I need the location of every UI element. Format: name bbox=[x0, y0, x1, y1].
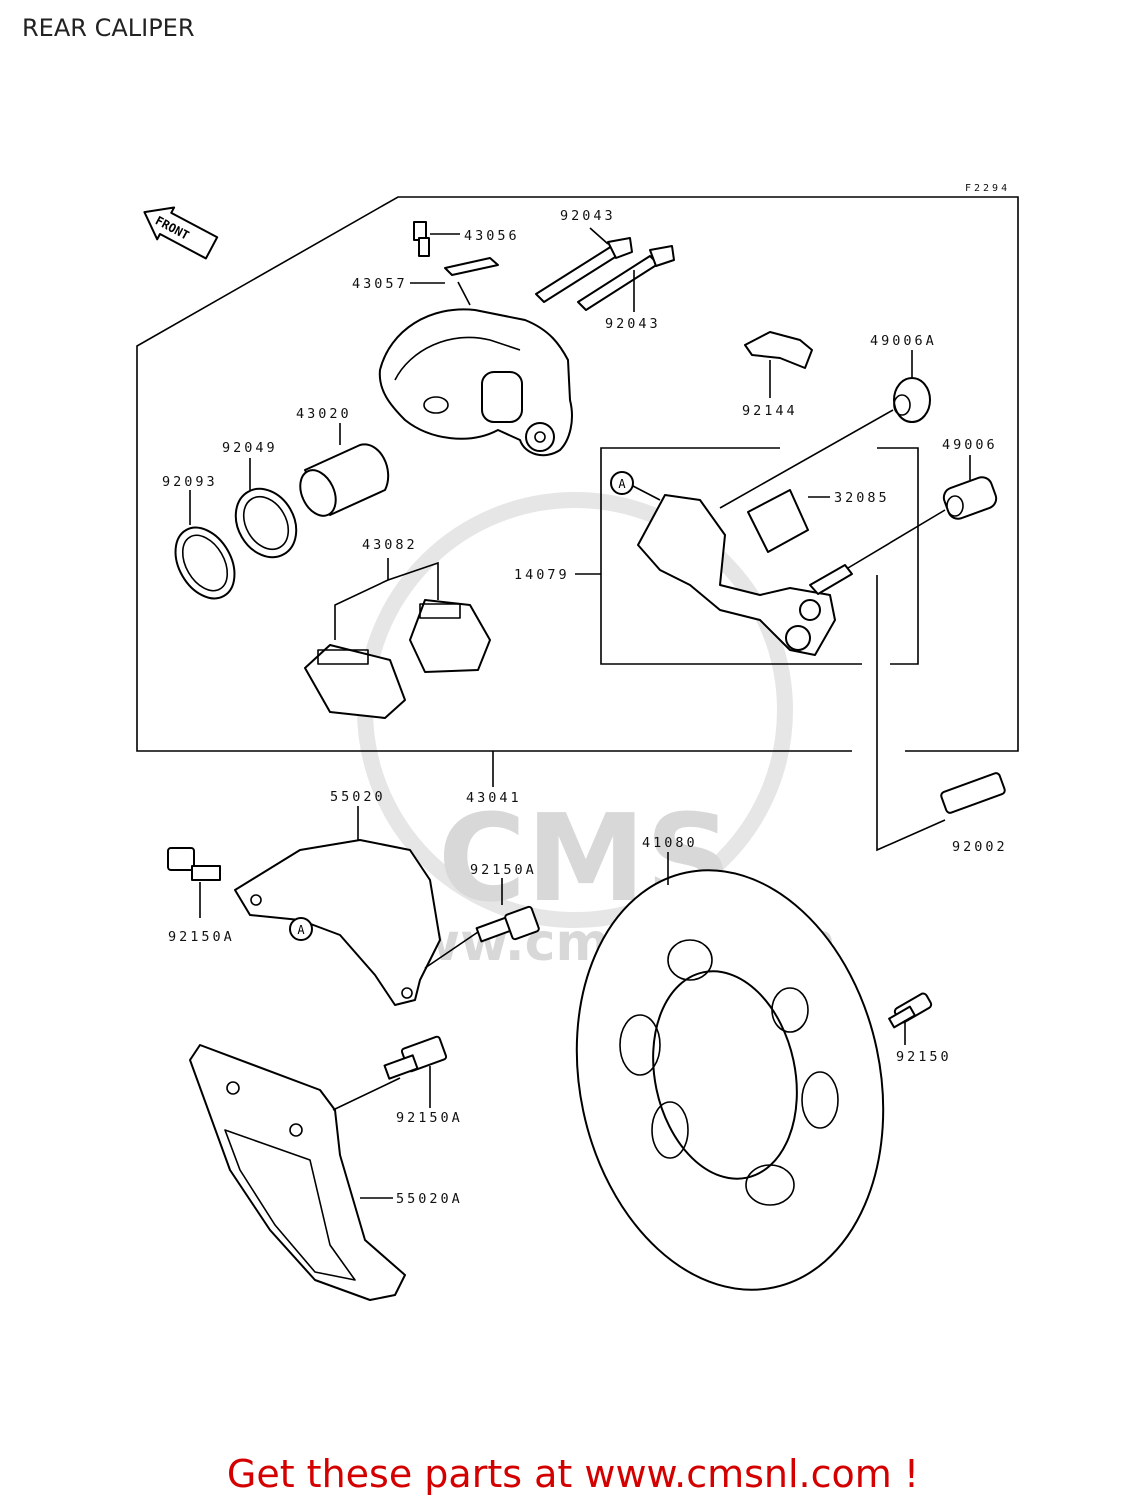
figure-code: F2294 bbox=[965, 183, 1010, 194]
svg-text:A: A bbox=[618, 477, 626, 491]
part-label-43056: 43056 bbox=[464, 228, 520, 244]
pad-spring-clip-part bbox=[747, 489, 830, 553]
part-label-92002: 92002 bbox=[952, 839, 1008, 855]
guard-bolt-part bbox=[167, 847, 221, 918]
caliper-bracket-part: A bbox=[610, 471, 853, 656]
caliper-body-part bbox=[378, 308, 573, 457]
brake-disc-part bbox=[575, 852, 885, 1291]
caliper-pins-part bbox=[535, 227, 675, 312]
pad-retainer-part bbox=[744, 331, 813, 398]
callout-a-marker-2 bbox=[289, 917, 313, 941]
part-label-92144: 92144 bbox=[742, 403, 798, 419]
part-label-92043-top: 92043 bbox=[560, 208, 616, 224]
bracket-bolt-part bbox=[876, 575, 1006, 852]
part-label-49006: 49006 bbox=[942, 437, 998, 453]
page-title: REAR CALIPER bbox=[22, 14, 195, 42]
part-label-92150A-left: 92150A bbox=[168, 929, 235, 945]
part-label-92049: 92049 bbox=[222, 440, 278, 456]
bleed-valve-part bbox=[413, 221, 460, 257]
part-label-14079: 14079 bbox=[514, 567, 570, 583]
caliper-guard-part: A bbox=[234, 806, 441, 1006]
pin-boot-part-2 bbox=[847, 455, 998, 569]
front-arrow-icon: FRONT bbox=[143, 206, 219, 260]
part-label-92093: 92093 bbox=[162, 474, 218, 490]
bracket-subframe bbox=[575, 447, 919, 665]
footer-cta-link[interactable]: Get these parts at www.cmsnl.com ! bbox=[226, 1452, 920, 1496]
part-label-32085: 32085 bbox=[834, 490, 890, 506]
svg-text:A: A bbox=[297, 923, 305, 937]
part-label-43041: 43041 bbox=[466, 790, 522, 806]
part-label-43057: 43057 bbox=[352, 276, 408, 292]
part-label-92150A-lower: 92150A bbox=[396, 1110, 463, 1126]
pad-spring-part bbox=[410, 257, 499, 306]
part-label-43020: 43020 bbox=[296, 406, 352, 422]
part-label-43082: 43082 bbox=[362, 537, 418, 553]
part-label-41080: 41080 bbox=[642, 835, 698, 851]
part-label-92150: 92150 bbox=[896, 1049, 952, 1065]
part-label-55020A: 55020A bbox=[396, 1191, 463, 1207]
piston-part bbox=[299, 423, 390, 517]
dust-seal-part bbox=[174, 490, 236, 600]
assembly-frame bbox=[136, 196, 1019, 787]
part-label-92150A-right: 92150A bbox=[470, 862, 537, 878]
callout-a-marker bbox=[610, 471, 634, 495]
part-label-92043-bottom: 92043 bbox=[605, 316, 661, 332]
part-label-49006A: 49006A bbox=[870, 333, 937, 349]
piston-seal-part bbox=[234, 458, 298, 559]
guard-bolt-part-2 bbox=[424, 878, 540, 969]
part-label-55020: 55020 bbox=[330, 789, 386, 805]
disc-screw-part bbox=[888, 992, 933, 1045]
brake-pads-part bbox=[304, 558, 491, 719]
disc-guard-part bbox=[189, 1044, 406, 1301]
pin-boot-part bbox=[719, 350, 931, 509]
guard-bolt-part-3 bbox=[383, 1035, 448, 1108]
